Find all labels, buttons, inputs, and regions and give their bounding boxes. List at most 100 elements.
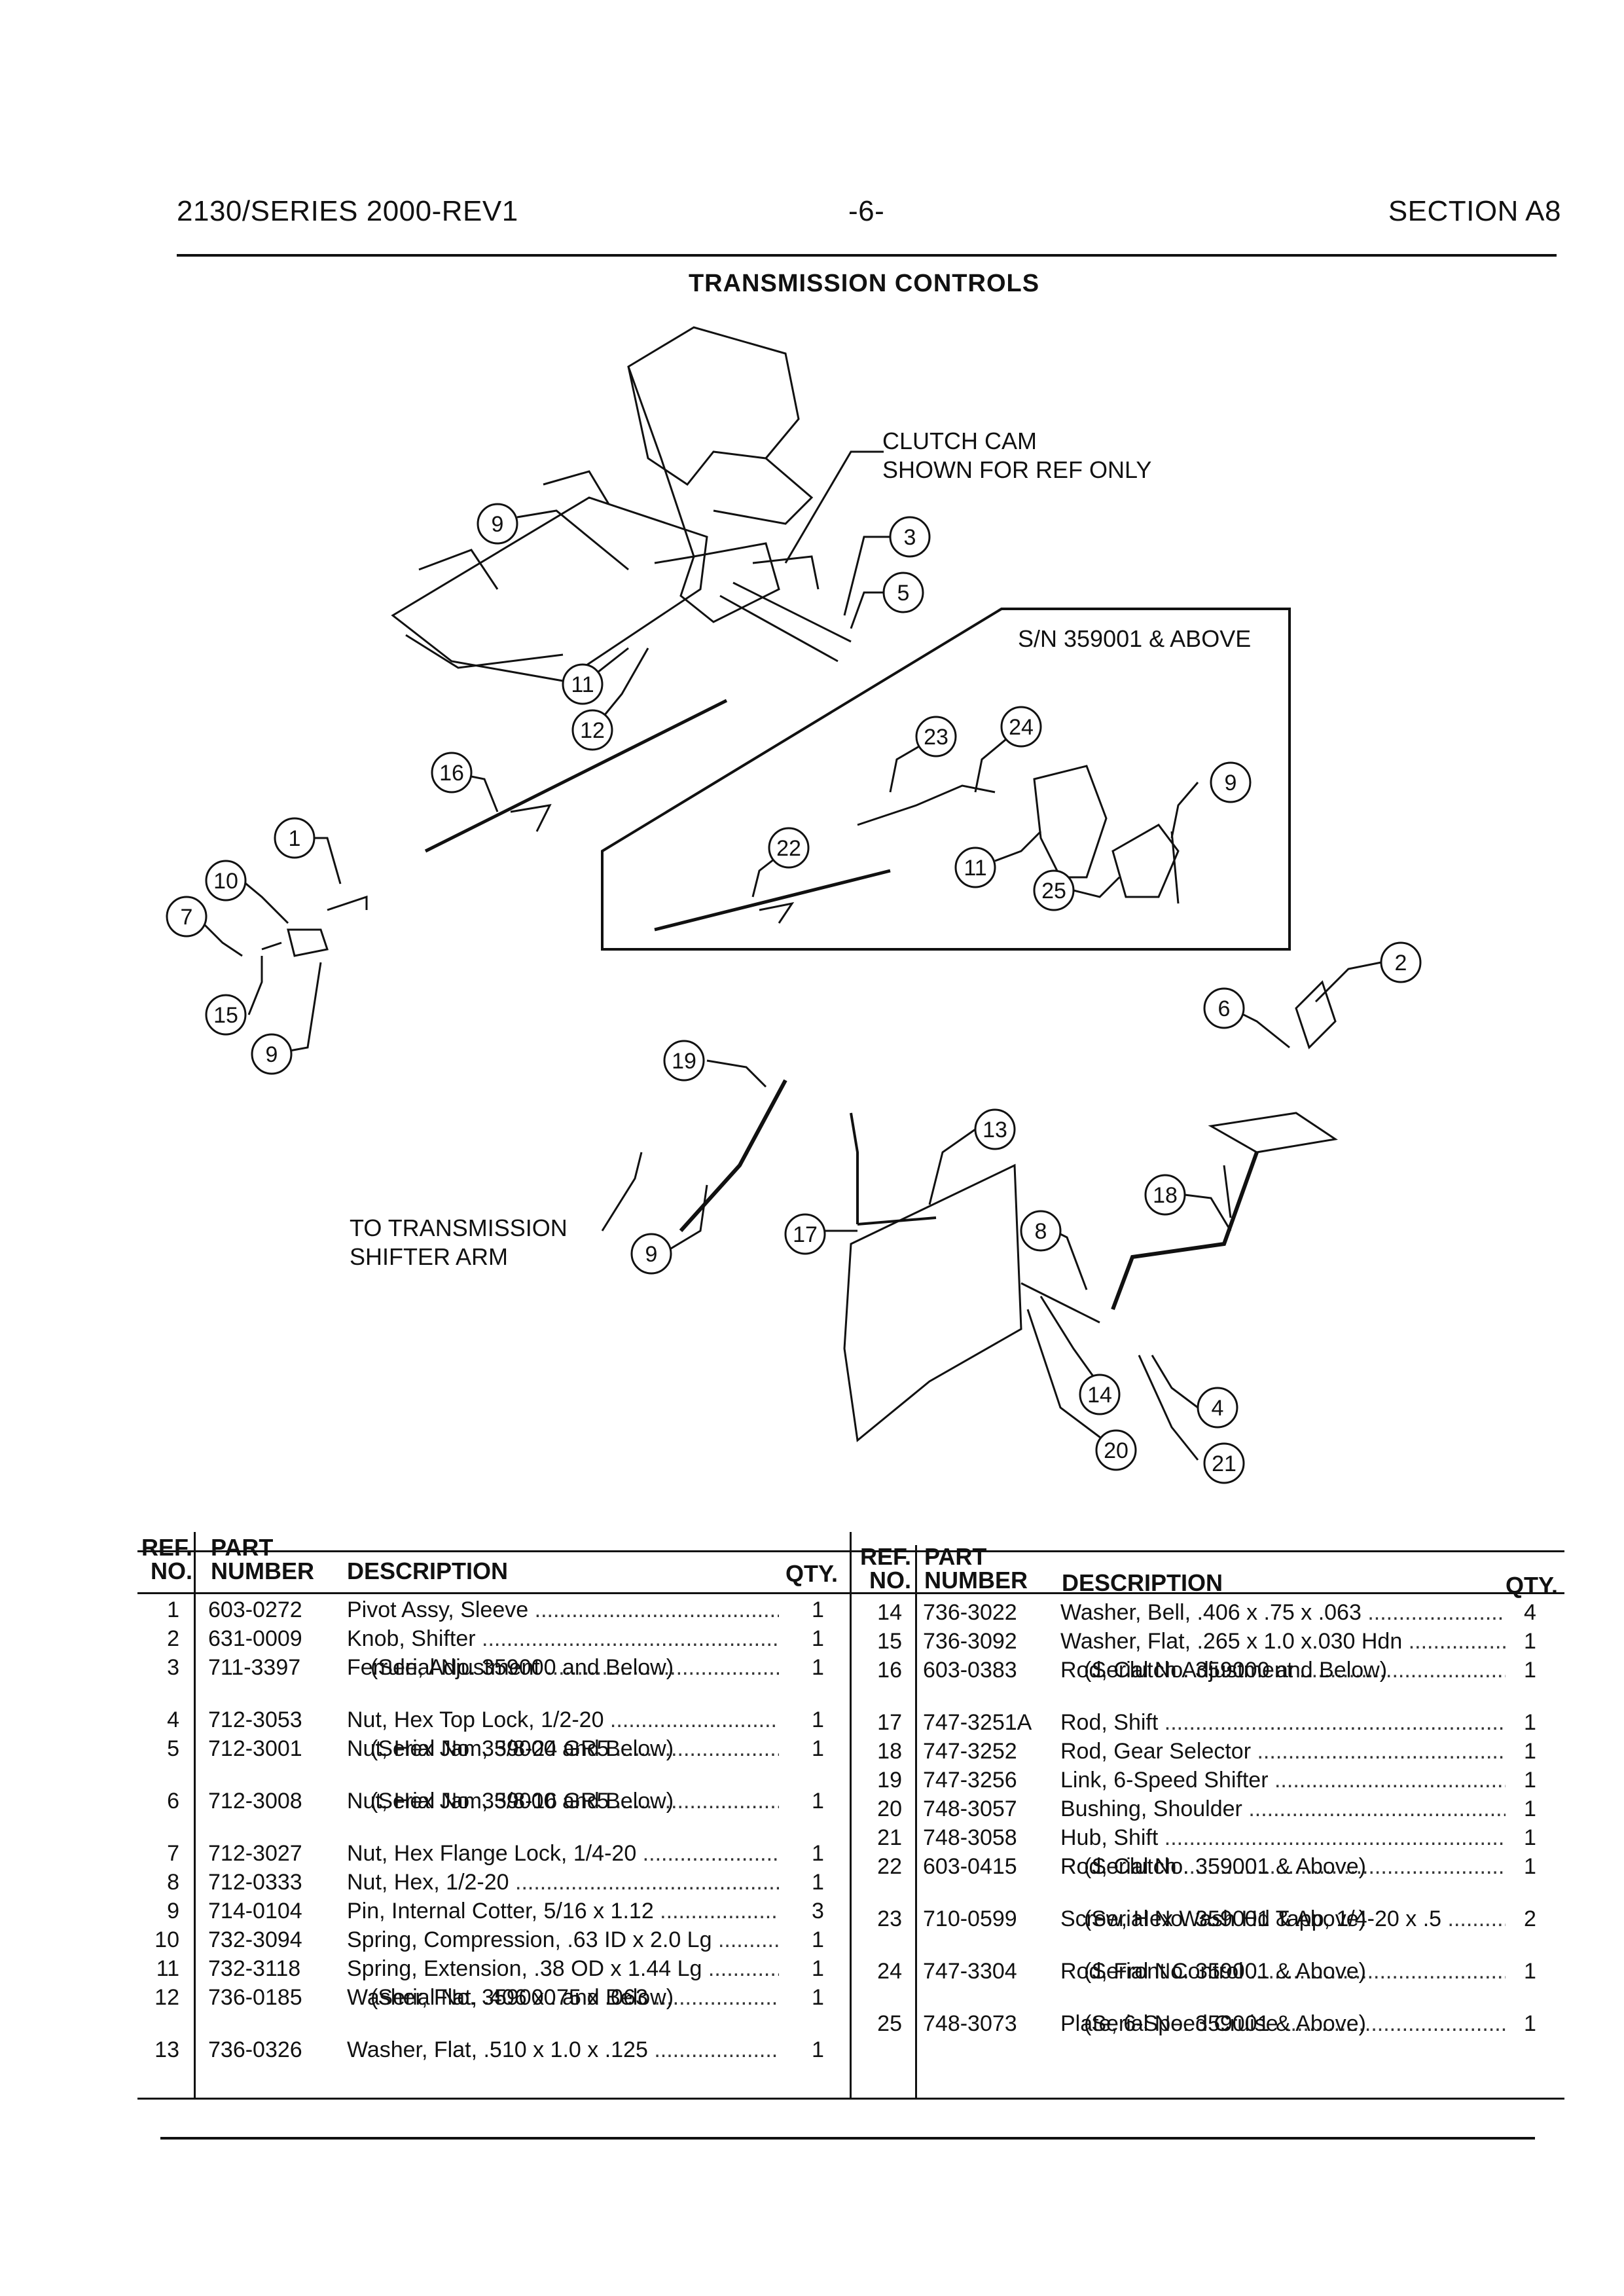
callout-circle <box>1203 1442 1245 1484</box>
cell-serial-note: (Serial No. 359001 & Above) <box>1084 1959 1366 1984</box>
description-text: Bushing, Shoulder <box>1060 1796 1242 1821</box>
leader-dots: ........................................… <box>615 1736 779 1761</box>
leader-dots: ........................................… <box>1248 1796 1506 1821</box>
hdr-ref-1-r: REF. <box>859 1543 911 1570</box>
cell-ref: 1 <box>167 1597 179 1622</box>
diagram-linework <box>195 326 1382 1461</box>
leader-dots: ........................................… <box>1299 1658 1506 1683</box>
cell-ref: 8 <box>167 1870 179 1895</box>
diagram-text-labels: CLUTCH CAM SHOWN FOR REF ONLY S/N 359001… <box>350 428 1251 1270</box>
description-text: Washer, Flat, .406 x .75 x .063 <box>347 1985 648 2010</box>
callout-number: 16 <box>439 761 464 786</box>
leader-dots: ........................................… <box>534 1597 779 1622</box>
cell-description: Rod, Shift .............................… <box>1060 1710 1506 1735</box>
callout-circle <box>1033 869 1075 911</box>
cell-description: Rod, Clutch ............................… <box>1060 1854 1506 1879</box>
cell-part-number: 736-3022 <box>923 1600 1017 1625</box>
callout-6: 6 <box>1203 987 1245 1029</box>
callout-number: 7 <box>181 905 193 930</box>
cell-qty: 1 <box>1524 1796 1536 1821</box>
callout-18: 18 <box>1144 1174 1186 1216</box>
hdr-desc-right: DESCRIPTION <box>1062 1569 1223 1596</box>
callout-circle <box>1000 706 1042 748</box>
cell-part-number: 748-3058 <box>923 1825 1017 1850</box>
description-text: Rod, Front Control <box>1060 1959 1244 1984</box>
cell-ref: 20 <box>877 1796 902 1821</box>
callout-circle <box>477 503 518 545</box>
callout-number: 25 <box>1041 879 1066 903</box>
cell-description: Screw, Hex Wash Hd Tapp, 1/4-20 x .5 ...… <box>1060 1906 1506 1931</box>
description-text: Rod, Clutch Adjustment <box>1060 1658 1293 1683</box>
callout-number: 9 <box>266 1042 278 1067</box>
cell-ref: 11 <box>156 1956 179 1981</box>
hdr-desc-left: DESCRIPTION <box>347 1558 509 1584</box>
callout-circle <box>974 1108 1016 1150</box>
cell-part-number: 748-3057 <box>923 1796 1017 1821</box>
cell-qty: 1 <box>1524 1768 1536 1793</box>
callout-9: 9 <box>251 1033 293 1075</box>
cell-description: Washer, Flat, .406 x .75 x .063 ........… <box>347 1985 779 2010</box>
cell-part-number: 736-0326 <box>208 2037 302 2062</box>
cell-part-number: 736-3092 <box>923 1629 1017 1654</box>
description-text: Pivot Assy, Sleeve <box>347 1597 529 1622</box>
leader-dots: ........................................… <box>708 1956 779 1981</box>
cell-description: Knob, Shifter ..........................… <box>347 1626 779 1651</box>
cell-description: Pin, Internal Cotter, 5/16 x 1.12 ......… <box>347 1899 779 1923</box>
cell-qty: 1 <box>1524 1658 1536 1683</box>
callout-number: 20 <box>1104 1438 1128 1463</box>
cell-part-number: 748-3073 <box>923 2011 1017 2036</box>
leader-dots: ........................................… <box>482 1626 779 1651</box>
page-bottom-rule <box>160 2137 1535 2140</box>
cell-description: Spring, Compression, .63 ID x 2.0 Lg ...… <box>347 1927 779 1952</box>
description-text: Hub, Shift <box>1060 1825 1159 1850</box>
callout-circle <box>166 896 208 938</box>
callout-circle <box>1144 1174 1186 1216</box>
cell-part-number: 603-0415 <box>923 1854 1017 1879</box>
callout-circle <box>251 1033 293 1075</box>
cell-qty: 1 <box>1524 2011 1536 2036</box>
hdr-ref-left: REF. NO. <box>140 1536 192 1583</box>
cell-ref: 10 <box>154 1927 179 1952</box>
cell-ref: 15 <box>877 1629 902 1654</box>
callout-circle <box>205 994 247 1036</box>
callout-11: 11 <box>954 847 996 888</box>
cell-part-number: 711-3397 <box>208 1655 301 1680</box>
cell-serial-note: (Serial No. 359001 & Above) <box>1084 1906 1366 1931</box>
leader-dots: ........................................… <box>1367 1600 1506 1625</box>
cell-qty: 1 <box>812 1841 824 1866</box>
callout-number: 4 <box>1212 1396 1224 1421</box>
callout-number: 17 <box>793 1222 818 1247</box>
hdr-part-2-r: NUMBER <box>924 1567 1028 1594</box>
callout-21: 21 <box>1203 1442 1245 1484</box>
hdr-part-2: NUMBER <box>211 1558 314 1584</box>
callout-number: 24 <box>1009 715 1034 740</box>
cell-qty: 1 <box>812 1655 824 1680</box>
cell-description: Nut, Hex, 1/2-20 .......................… <box>347 1870 779 1895</box>
cell-ref: 21 <box>877 1825 902 1850</box>
callout-number: 23 <box>924 725 948 750</box>
hdr-part-1-r: PART <box>924 1543 987 1570</box>
callout-number: 1 <box>289 826 301 851</box>
cell-qty: 1 <box>812 2037 824 2062</box>
description-text: Washer, Bell, .406 x .75 x .063 <box>1060 1600 1362 1625</box>
callout-circle <box>784 1213 826 1255</box>
description-text: Nut, Hex Jam, 3/8-16 GR5 <box>347 1789 609 1813</box>
cell-part-number: 712-3008 <box>208 1789 302 1813</box>
label-shifter-arm: SHIFTER ARM <box>350 1243 508 1270</box>
cell-description: Nut, Hex Top Lock, 1/2-20 ..............… <box>347 1707 779 1732</box>
callout-22: 22 <box>768 827 810 869</box>
description-text: Nut, Hex, 1/2-20 <box>347 1870 509 1895</box>
cell-part-number: 603-0272 <box>208 1597 302 1622</box>
label-inset-serial: S/N 359001 & ABOVE <box>1018 625 1251 652</box>
callout-circle <box>274 817 316 859</box>
header-rule <box>177 254 1557 257</box>
cell-qty: 1 <box>1524 1629 1536 1654</box>
leader-dots: ........................................… <box>1257 1739 1506 1764</box>
cell-ref: 19 <box>877 1768 902 1793</box>
cell-qty: 1 <box>812 1707 824 1732</box>
